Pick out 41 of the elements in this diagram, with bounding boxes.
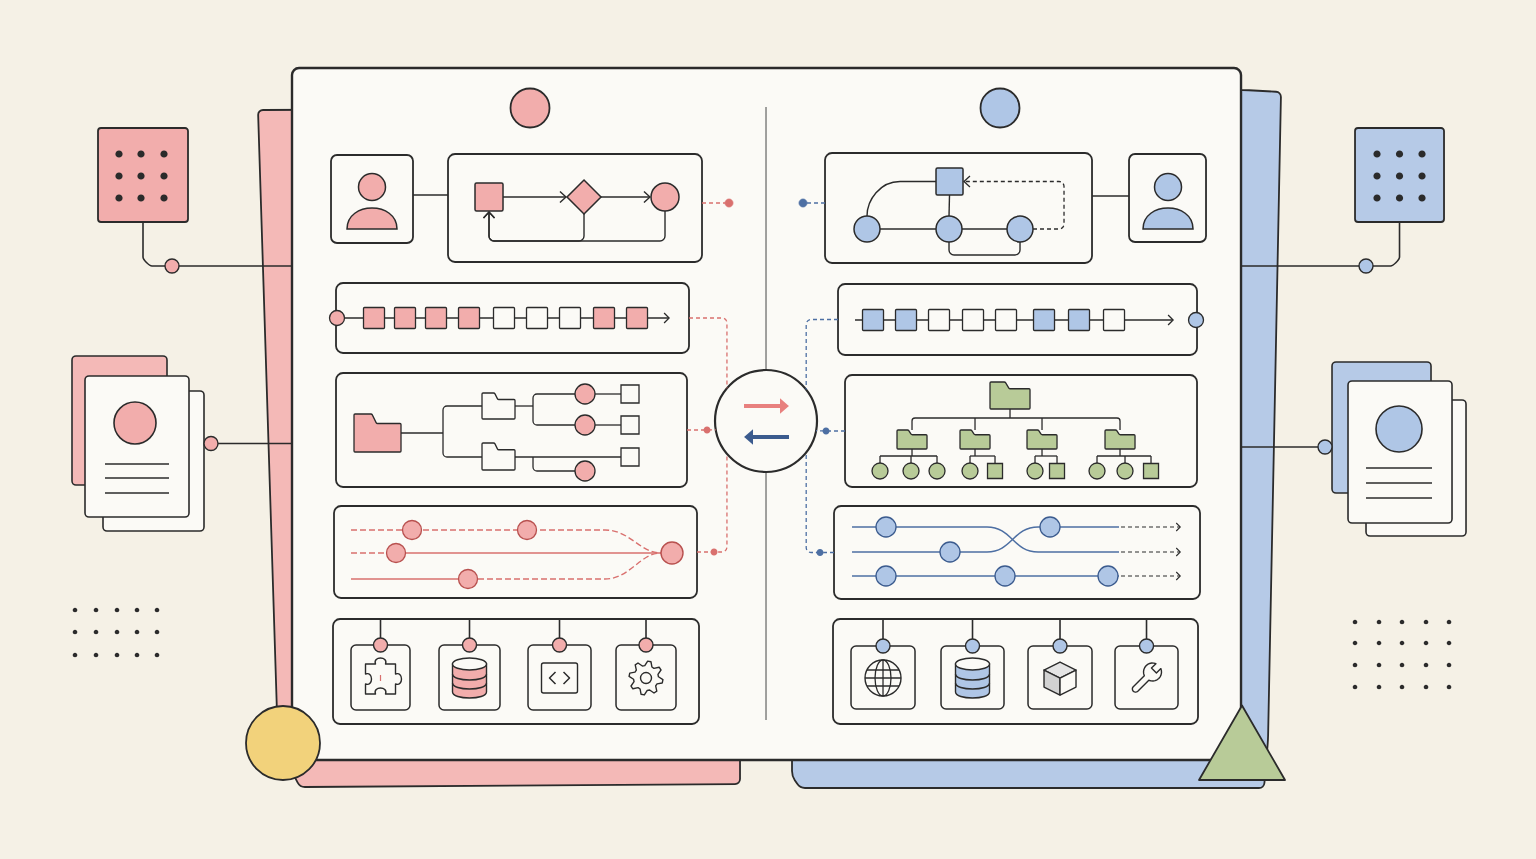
dashed-line (701, 202, 726, 204)
triangle-shape (1198, 704, 1286, 781)
connector-line (875, 618, 891, 654)
square-node (935, 167, 964, 196)
arrow (502, 190, 567, 204)
connector-line (142, 221, 293, 274)
connector-line (866, 180, 937, 217)
connector-line (1091, 195, 1130, 197)
square-node (474, 182, 504, 212)
connector-line (948, 241, 1021, 256)
dot-grid-tile (1354, 127, 1445, 223)
circle-node (935, 215, 963, 243)
connector-line (879, 228, 937, 230)
connector-line (964, 618, 981, 654)
connector-line (412, 194, 449, 196)
round-disc (245, 705, 321, 781)
connector-line (551, 618, 568, 653)
connector-line (203, 435, 293, 452)
circle-node (1006, 215, 1034, 243)
connector-line (1240, 221, 1401, 274)
connector-line (461, 618, 478, 653)
connector-line (948, 194, 951, 217)
arrow (600, 190, 651, 204)
circle-node (650, 182, 680, 212)
connector-line (961, 228, 1008, 230)
document-stack (71, 355, 205, 532)
dashed-line (688, 317, 728, 389)
connector-line (1240, 439, 1333, 455)
connector-line (638, 618, 654, 653)
dashed-line (805, 318, 839, 391)
dot-grid-tile (97, 127, 189, 223)
arrow (963, 175, 1065, 230)
dashed-line (815, 427, 846, 435)
connector-line (1052, 618, 1068, 654)
dashed-line (686, 426, 717, 434)
connector-line (1138, 618, 1155, 654)
dashed-line (806, 202, 826, 204)
arrow (482, 211, 585, 242)
connector-line (372, 618, 389, 653)
document-stack (1331, 361, 1467, 537)
circle-node (853, 215, 881, 243)
